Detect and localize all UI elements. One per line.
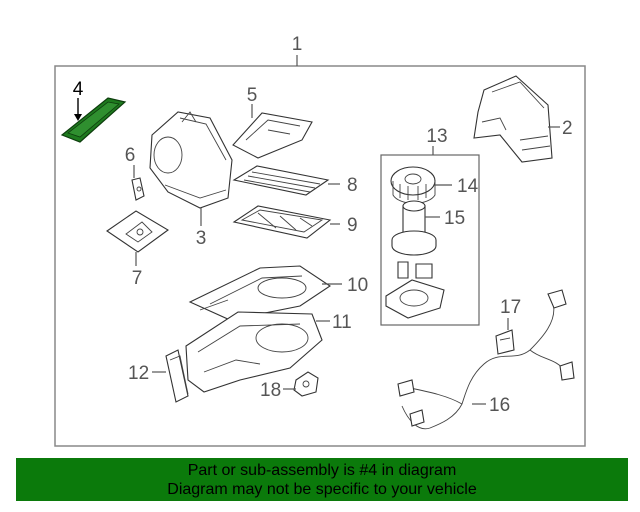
- part-2-air-duct[interactable]: [473, 75, 553, 163]
- part-12-seal[interactable]: [165, 349, 189, 403]
- part-15-blower-motor[interactable]: [391, 200, 437, 256]
- callout-15[interactable]: 15: [444, 208, 465, 229]
- callout-11[interactable]: 11: [332, 312, 352, 333]
- callout-13[interactable]: 13: [426, 126, 447, 147]
- callout-4-arrow: [74, 114, 82, 121]
- assembly-13-group-box: [380, 154, 480, 326]
- part-13-motor-mount-parts[interactable]: [385, 261, 445, 319]
- part-16-wiring-harness[interactable]: [397, 289, 575, 430]
- callout-1[interactable]: 1: [292, 34, 303, 55]
- callout-8[interactable]: 8: [347, 175, 358, 196]
- callout-4[interactable]: 4: [73, 79, 84, 100]
- callout-16[interactable]: 16: [489, 395, 510, 416]
- part-18-fitting[interactable]: [293, 371, 319, 397]
- info-banner-background: [16, 458, 628, 501]
- part-9-filter-frame[interactable]: [232, 205, 332, 239]
- callout-5[interactable]: 5: [247, 85, 258, 106]
- part-17-connector[interactable]: [495, 329, 515, 355]
- callout-6[interactable]: 6: [125, 145, 136, 166]
- part-10-upper-case[interactable]: [188, 265, 331, 321]
- callout-18[interactable]: 18: [260, 380, 281, 401]
- callout-9[interactable]: 9: [347, 215, 358, 236]
- callout-2[interactable]: 2: [562, 118, 573, 139]
- callout-3[interactable]: 3: [196, 228, 207, 249]
- info-banner: Part or sub-assembly is #4 in diagram Di…: [16, 458, 628, 501]
- callout-14[interactable]: 14: [457, 176, 479, 197]
- part-14-blower-wheel[interactable]: [390, 166, 436, 204]
- part-8-filter-element[interactable]: [232, 165, 330, 196]
- part-7-bracket[interactable]: [106, 210, 169, 253]
- callout-12[interactable]: 12: [128, 363, 149, 384]
- part-5-filter-cover[interactable]: [232, 112, 313, 159]
- callout-17[interactable]: 17: [500, 297, 521, 318]
- part-3-blower-case[interactable]: [149, 111, 233, 209]
- banner-line-1: Part or sub-assembly is #4 in diagram: [187, 461, 457, 479]
- diagram-frame: [54, 65, 586, 447]
- callout-7[interactable]: 7: [132, 268, 143, 289]
- part-4-cabin-air-filter[interactable]: [60, 97, 127, 143]
- banner-line-2: Diagram may not be specific to your vehi…: [167, 480, 477, 498]
- callout-10[interactable]: 10: [347, 275, 368, 296]
- part-6-clip[interactable]: [131, 177, 145, 201]
- part-11-lower-case[interactable]: [185, 311, 323, 393]
